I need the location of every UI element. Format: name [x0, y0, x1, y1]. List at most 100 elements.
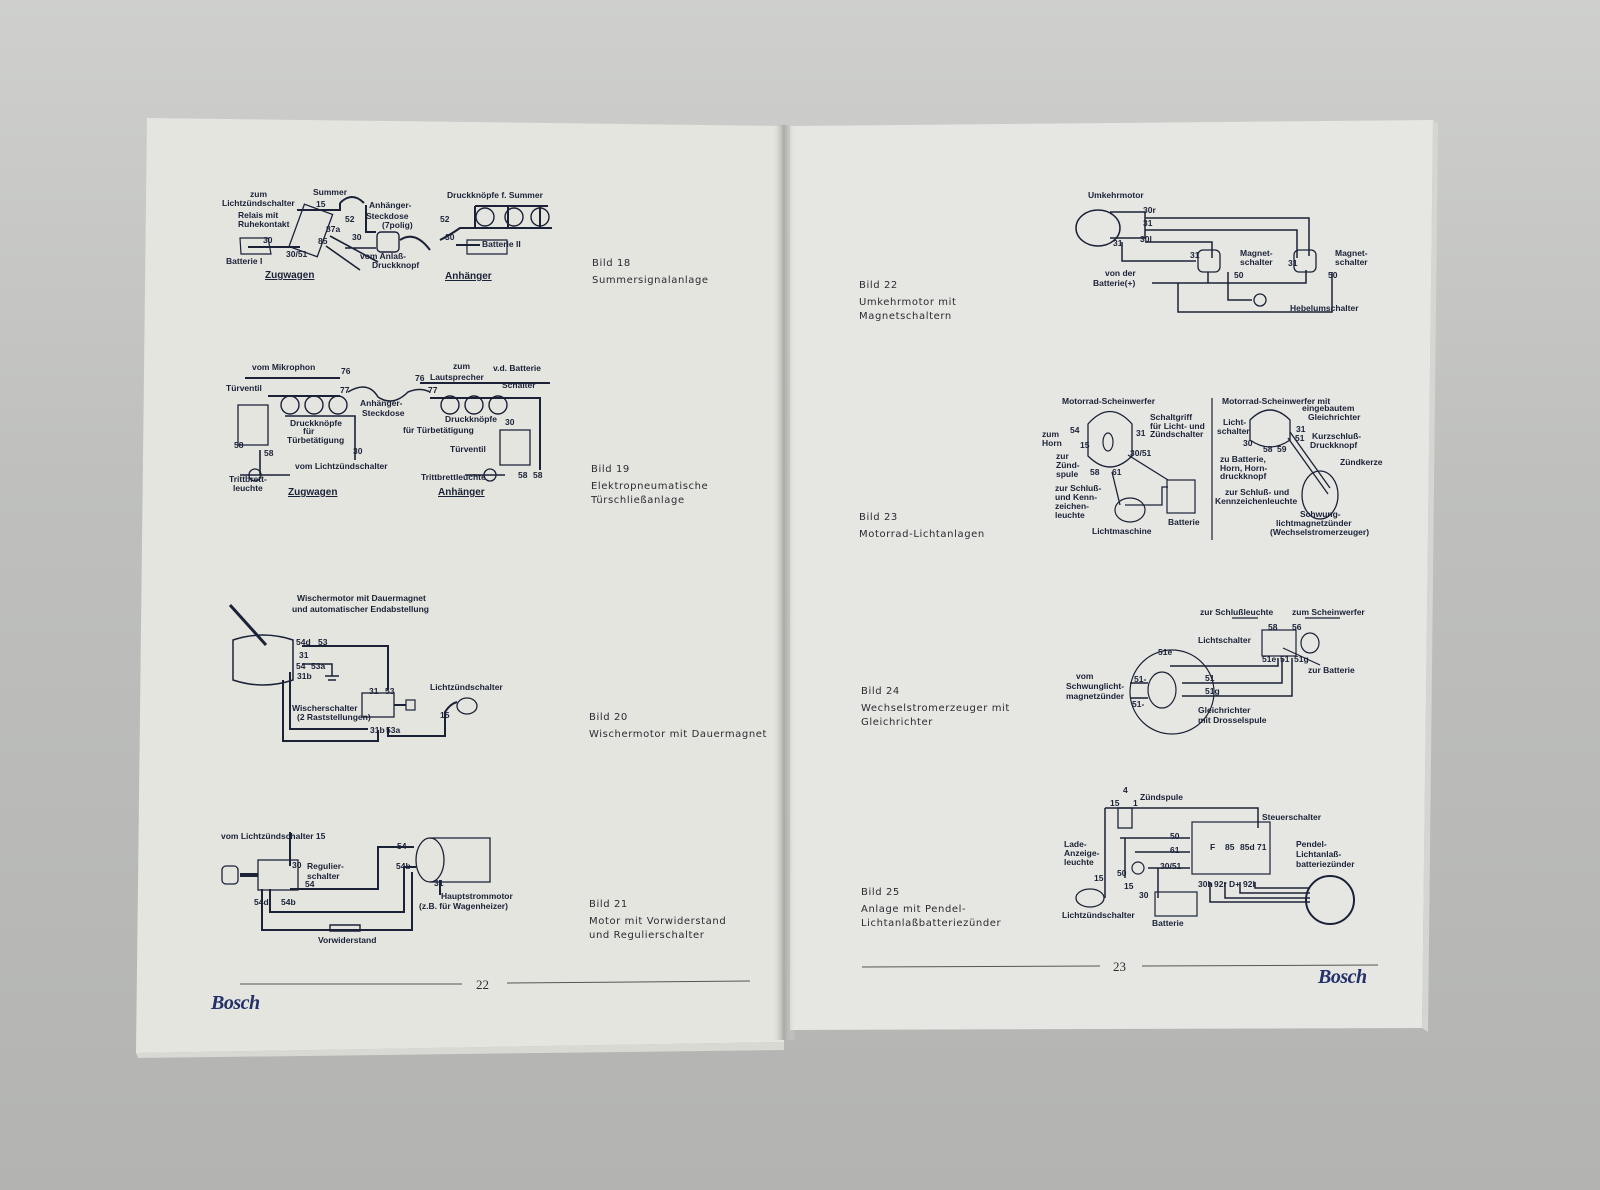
- diagram-label: 58: [1268, 622, 1278, 632]
- figure-title: Lichtanlaßbatteriezünder: [861, 918, 1002, 929]
- diagram-label: Anhänger: [445, 271, 492, 282]
- diagram-label: 30: [352, 232, 362, 242]
- diagram-label: Zündspule: [1140, 792, 1183, 802]
- diagram-label: magnetzünder: [1066, 691, 1125, 701]
- figure-number: Bild 25: [861, 887, 900, 898]
- diagram-label: Kurzschluß-: [1312, 431, 1361, 441]
- diagram-label: Zündschalter: [1150, 429, 1204, 439]
- diagram-label: Druckknöpfe f. Summer: [447, 190, 544, 200]
- diagram-label: eingebautem: [1302, 403, 1355, 413]
- diagram-label: zur: [1056, 451, 1069, 461]
- figure-title: Türschließanlage: [591, 495, 685, 506]
- diagram-bild-24: [1129, 617, 1340, 735]
- diagram-label: schalter: [1240, 257, 1273, 267]
- figure-title: Anlage mit Pendel-: [861, 904, 967, 915]
- figure-number: Bild 24: [861, 686, 900, 697]
- diagram-label: 31: [1143, 218, 1153, 228]
- diagram-label: Schwung-: [1300, 509, 1341, 519]
- diagram-label: Pendel-: [1296, 839, 1327, 849]
- diagram-label: D+: [1229, 879, 1240, 889]
- diagram-label: Batterie I: [226, 256, 262, 266]
- diagram-label: und Kenn-: [1055, 492, 1097, 502]
- diagram-label: Lichtanlaß-: [1296, 849, 1342, 859]
- diagram-label: 54b: [281, 897, 296, 907]
- figure-title: Motorrad-Lichtanlagen: [859, 529, 985, 540]
- diagram-label: 31: [369, 686, 379, 696]
- spine-shadow: [772, 125, 796, 1040]
- diagram-label: Wischermotor mit Dauermagnet: [297, 593, 426, 603]
- diagram-label: 31: [1288, 258, 1298, 268]
- diagram-label: 31: [299, 650, 309, 660]
- diagram-label: zum Scheinwerfer: [1292, 607, 1365, 617]
- diagram-bild-23: [1087, 398, 1339, 540]
- diagram-label: Druckknopf: [1310, 440, 1357, 450]
- diagram-label: 1: [1133, 798, 1138, 808]
- diagram-label: Lautsprecher: [430, 372, 485, 382]
- diagram-label: Kennzeichenleuchte: [1215, 496, 1297, 506]
- diagram-label: 31: [1296, 424, 1306, 434]
- diagram-label: batteriezünder: [1296, 859, 1355, 869]
- diagram-label: und automatischer Endabstellung: [292, 604, 429, 614]
- footer-rule: [506, 980, 751, 984]
- diagram-label: 53a: [386, 725, 400, 735]
- figure-caption-22: Bild 22 Umkehrmotor mit Magnetschaltern: [859, 279, 957, 324]
- diagram-label: 31b: [370, 725, 385, 735]
- diagram-label: 76: [415, 373, 425, 383]
- diagram-label: 53a: [311, 661, 325, 671]
- diagram-label: Zugwagen: [265, 270, 314, 281]
- diagram-label: 58: [264, 448, 274, 458]
- diagram-label: 58: [234, 440, 244, 450]
- figure-title: Wechselstromerzeuger mit: [861, 703, 1010, 714]
- diagram-label: Lichtmaschine: [1092, 526, 1152, 536]
- diagram-label: F: [1210, 842, 1215, 852]
- figure-title: Umkehrmotor mit: [859, 297, 957, 308]
- figure-caption-18: Bild 18 Summersignalanlage: [592, 257, 709, 288]
- diagram-bild-21: [221, 832, 491, 932]
- figure-caption-20: Bild 20 Wischermotor mit Dauermagnet: [589, 711, 767, 742]
- diagram-label: Motorrad-Scheinwerfer: [1062, 396, 1156, 406]
- figure-number: Bild 18: [592, 258, 631, 269]
- diagram-label: 30: [1139, 890, 1149, 900]
- diagram-label: 30: [263, 235, 273, 245]
- diagram-label: Zugwagen: [288, 487, 337, 498]
- diagram-label: Horn: [1042, 438, 1062, 448]
- diagram-label: 51-: [1134, 674, 1146, 684]
- diagram-label: 30/51: [1160, 861, 1182, 871]
- diagram-label: 31: [434, 878, 444, 888]
- diagram-label: 54: [296, 661, 306, 671]
- diagram-label: Batterie II: [482, 239, 521, 249]
- diagram-label: Gleichrichter: [1198, 705, 1251, 715]
- diagram-label: Türbetätigung: [287, 435, 344, 445]
- diagram-label: 87a: [326, 224, 340, 234]
- diagram-label: Zünd-: [1056, 460, 1080, 470]
- diagram-label: lichtmagnetzünder: [1276, 518, 1352, 528]
- diagram-label: 15: [1080, 440, 1090, 450]
- diagram-label: schalter: [307, 871, 340, 881]
- left-page: [136, 118, 786, 1053]
- diagram-label: spule: [1056, 469, 1078, 479]
- diagram-label: 54d: [296, 637, 311, 647]
- figure-title: Elektropneumatische: [591, 481, 709, 492]
- diagram-label: 30: [353, 446, 363, 456]
- diagram-label: 15: [1124, 881, 1134, 891]
- diagram-label: Schalter: [502, 380, 536, 390]
- diagram-label: 30/51: [1130, 448, 1152, 458]
- diagram-label: Gleichrichter: [1308, 412, 1361, 422]
- diagram-label: Motorrad-Scheinwerfer mit: [1222, 396, 1330, 406]
- figure-number: Bild 22: [859, 280, 898, 291]
- diagram-label: Anhänger-: [369, 200, 412, 210]
- diagram-label: 51: [1280, 654, 1290, 664]
- diagram-label: Relais mit: [238, 210, 278, 220]
- diagram-label: schalter: [1217, 426, 1250, 436]
- diagram-label: 51: [1205, 673, 1215, 683]
- diagram-label: 51g: [1294, 654, 1309, 664]
- diagram-label: Batterie: [1152, 918, 1184, 928]
- diagram-label: 92r: [1214, 879, 1227, 889]
- diagram-label: 54d: [254, 897, 269, 907]
- diagram-label: vom Anlaß-: [360, 251, 406, 261]
- diagram-label: 51e: [1262, 654, 1276, 664]
- figure-title: Wischermotor mit Dauermagnet: [589, 729, 768, 740]
- diagram-label: 54: [305, 879, 315, 889]
- diagram-label: Vorwiderstand: [318, 935, 376, 945]
